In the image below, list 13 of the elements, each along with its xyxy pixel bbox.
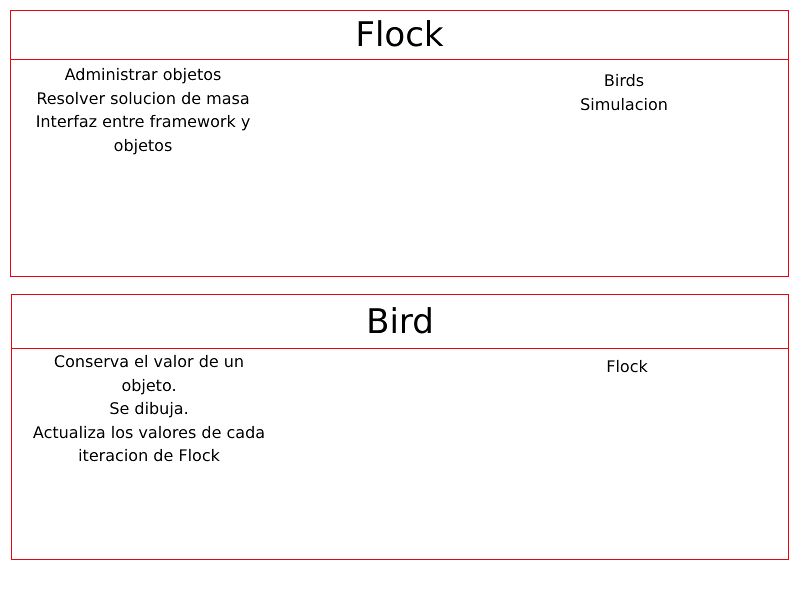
collaborator-text: Simulacion xyxy=(579,94,669,116)
responsibility-text: Conserva el valor de un objeto. xyxy=(52,351,246,396)
responsibility-text: Interfaz entre framework y objetos xyxy=(34,111,252,156)
responsibility-text: Se dibuja. xyxy=(108,398,190,420)
card-title: Bird xyxy=(12,295,788,349)
collaborator-text: Birds xyxy=(602,70,646,92)
class-card xyxy=(11,294,789,560)
collaborator-text: Flock xyxy=(605,356,649,378)
responsibility-text: Resolver solucion de masa xyxy=(35,88,251,110)
class-card xyxy=(10,10,789,277)
card-title: Flock xyxy=(11,11,788,60)
responsibility-text: Administrar objetos xyxy=(64,64,222,86)
responsibility-text: Actualiza los valores de cada iteracion de Flock xyxy=(32,422,266,467)
